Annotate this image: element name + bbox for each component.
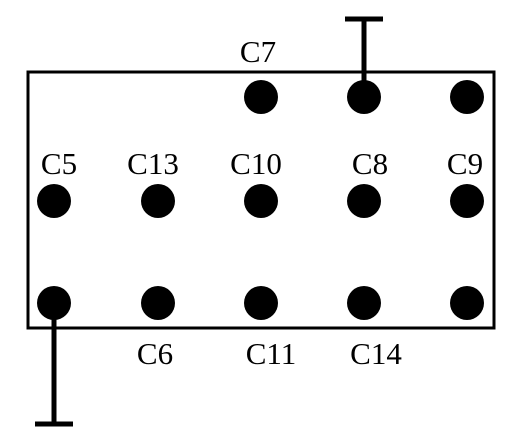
label-c8: C8 bbox=[352, 146, 388, 181]
label-c13: C13 bbox=[127, 146, 179, 181]
component-dot bbox=[244, 184, 278, 218]
label-c11: C11 bbox=[246, 336, 297, 371]
component-dot bbox=[347, 286, 381, 320]
component-dot bbox=[244, 286, 278, 320]
component-dot bbox=[141, 184, 175, 218]
label-c10: C10 bbox=[230, 146, 282, 181]
label-c9: C9 bbox=[447, 146, 483, 181]
component-dot bbox=[244, 80, 278, 114]
component-dot bbox=[347, 184, 381, 218]
component-dot bbox=[347, 80, 381, 114]
component-dot bbox=[141, 286, 175, 320]
label-c5: C5 bbox=[41, 146, 77, 181]
component-dot bbox=[37, 286, 71, 320]
label-c7: C7 bbox=[240, 34, 276, 69]
component-dot bbox=[450, 286, 484, 320]
component-dot bbox=[450, 184, 484, 218]
bottom-terminal bbox=[35, 303, 73, 427]
component-dot bbox=[450, 80, 484, 114]
label-c14: C14 bbox=[350, 336, 402, 371]
component-dot bbox=[37, 184, 71, 218]
board-outline bbox=[26, 70, 496, 330]
label-c6: C6 bbox=[137, 336, 173, 371]
